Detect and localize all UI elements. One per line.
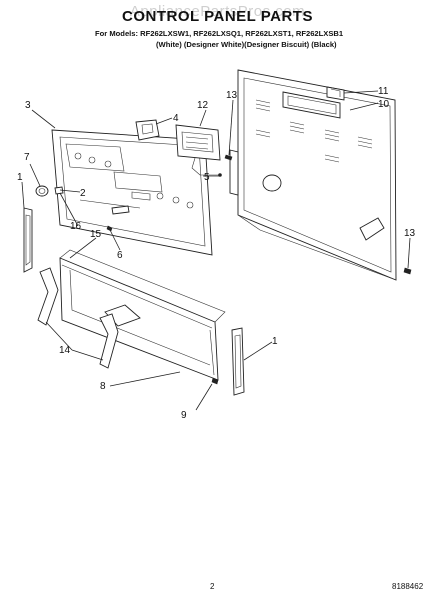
- screw-13-top: [224, 154, 233, 161]
- callout-14: 14: [59, 345, 71, 356]
- side-trim-left: [23, 207, 33, 273]
- callout-13-top: 13: [226, 90, 238, 101]
- page-number: 2: [210, 582, 215, 591]
- watermark: AppliancePartsPros.com: [129, 3, 306, 20]
- lower-panel: [59, 249, 226, 381]
- callout-5: 5: [204, 172, 210, 183]
- rear-panel: [229, 69, 397, 281]
- callout-7: 7: [24, 152, 30, 163]
- callout-2: 2: [80, 188, 86, 199]
- callout-10: 10: [378, 99, 390, 110]
- document-number: 8188462: [392, 582, 424, 591]
- bracket-11: [326, 86, 345, 101]
- callout-12: 12: [197, 100, 209, 111]
- callout-6: 6: [117, 250, 123, 261]
- callout-16: 16: [70, 221, 82, 232]
- part-2: [111, 205, 130, 215]
- callout-9: 9: [181, 410, 187, 421]
- side-trim-right: [231, 327, 245, 396]
- bracket-14-right: [99, 313, 119, 369]
- screw-9: [211, 377, 219, 385]
- callout-1-left: 1: [17, 172, 23, 183]
- callout-8: 8: [100, 381, 106, 392]
- leader-lines: [21, 90, 411, 411]
- bracket-14-left: [37, 267, 59, 326]
- screw-6: [106, 225, 113, 232]
- callout-1-right: 1: [272, 336, 278, 347]
- page-title: CONTROL PANEL PARTS: [122, 8, 313, 25]
- part-4: [135, 119, 160, 141]
- callout-4: 4: [173, 113, 179, 124]
- colors-line: (White) (Designer White)(Designer Biscui…: [156, 40, 337, 49]
- electronic-control: [175, 124, 222, 177]
- models-line: For Models: RF262LXSW1, RF262LXSQ1, RF26…: [95, 29, 344, 38]
- clip-16: [54, 186, 64, 195]
- screw-13-bottom: [403, 267, 412, 275]
- callout-13-right: 13: [404, 228, 416, 239]
- callout-11: 11: [378, 86, 389, 97]
- knob-7: [35, 185, 49, 197]
- callout-3: 3: [25, 100, 31, 111]
- callout-15: 15: [90, 229, 102, 240]
